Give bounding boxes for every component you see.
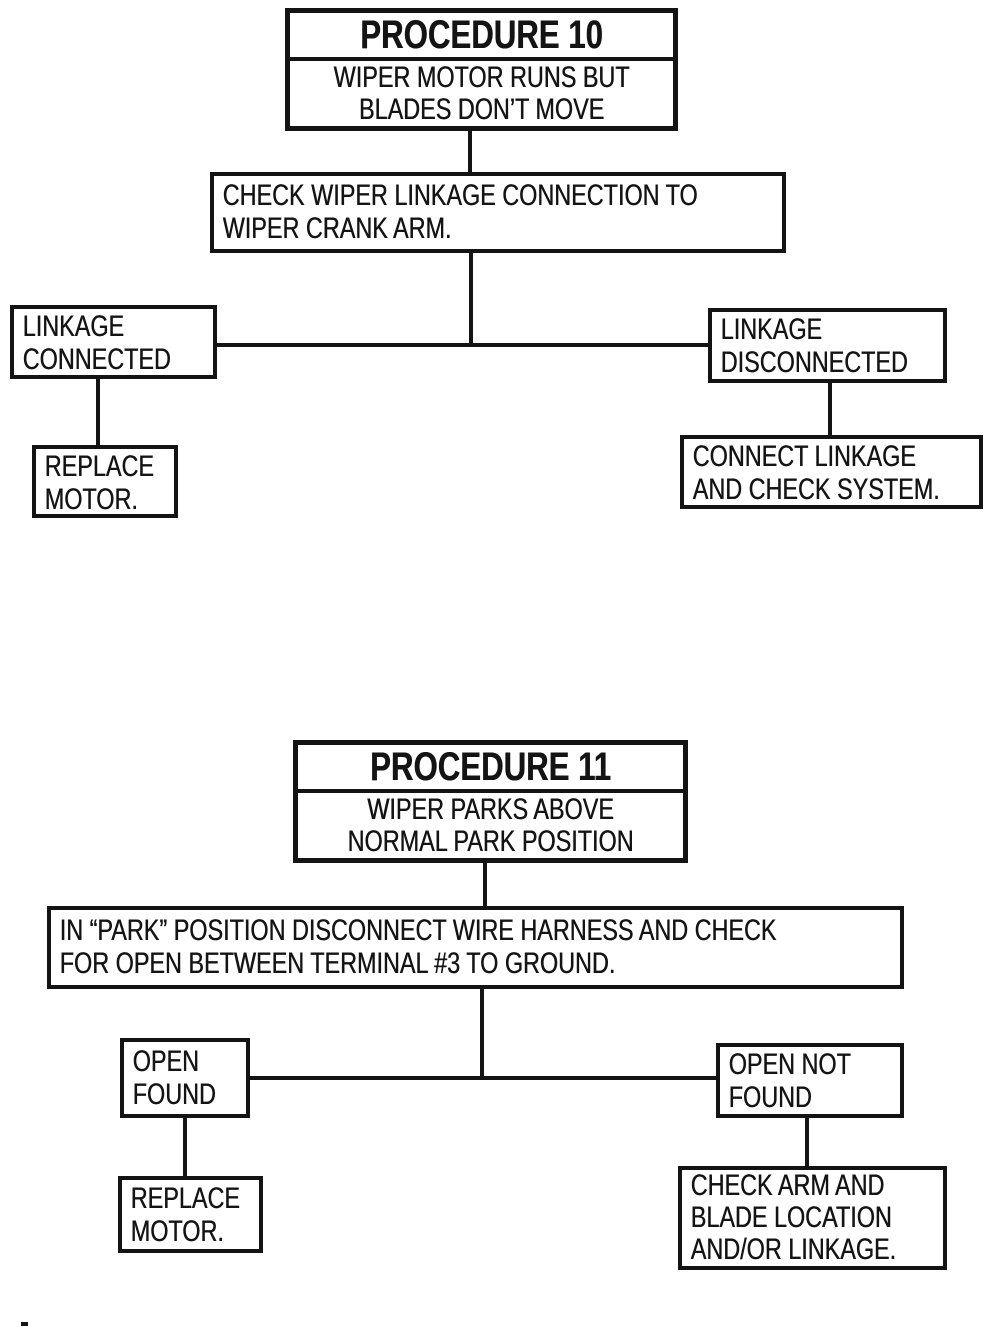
connector-p10-step-to-branches — [469, 253, 473, 347]
p11-check-arm-line: CHECK ARM AND — [690, 1169, 885, 1202]
connector-p10-left-branch — [96, 379, 100, 445]
connector-p11-header-to-step — [483, 863, 487, 906]
p11-open-found-box: OPEN FOUND — [120, 1038, 250, 1118]
connector-p11-branch-bar — [248, 1076, 718, 1080]
procedure-11-header-box: PROCEDURE 11 WIPER PARKS ABOVE NORMAL PA… — [293, 740, 688, 863]
connector-p11-step-to-branches — [480, 989, 484, 1080]
procedure-11-step-line: IN “PARK” POSITION DISCONNECT WIRE HARNE… — [59, 914, 777, 947]
p11-open-found-line: FOUND — [132, 1078, 216, 1111]
p10-replace-motor-line: MOTOR. — [44, 483, 138, 516]
p11-open-not-found-line: OPEN NOT — [728, 1048, 851, 1081]
p11-check-arm-line: BLADE LOCATION — [690, 1201, 892, 1234]
p10-linkage-disconnected-box: LINKAGE DISCONNECTED — [708, 308, 947, 383]
p10-linkage-disconnected-line: DISCONNECTED — [720, 346, 908, 379]
p10-connect-linkage-line: AND CHECK SYSTEM. — [692, 473, 940, 506]
procedure-10-subtitle-section: WIPER MOTOR RUNS BUT BLADES DON’T MOVE — [290, 61, 673, 126]
procedure-11-step-line: FOR OPEN BETWEEN TERMINAL #3 TO GROUND. — [59, 947, 616, 980]
p10-linkage-disconnected-line: LINKAGE — [720, 313, 823, 346]
procedure-10-subtitle-line: WIPER MOTOR RUNS BUT — [333, 61, 630, 94]
p11-replace-motor-line: REPLACE — [130, 1182, 240, 1215]
p11-open-not-found-line: FOUND — [728, 1081, 812, 1114]
p11-check-arm-line: AND/OR LINKAGE. — [690, 1233, 897, 1266]
procedure-10-title: PROCEDURE 10 — [360, 13, 603, 57]
procedure-10-header-box: PROCEDURE 10 WIPER MOTOR RUNS BUT BLADES… — [285, 8, 678, 131]
procedure-11-title: PROCEDURE 11 — [369, 745, 611, 789]
p11-check-arm-box: CHECK ARM AND BLADE LOCATION AND/OR LINK… — [678, 1166, 947, 1270]
procedure-11-title-section: PROCEDURE 11 — [298, 745, 683, 793]
procedure-11-subtitle-section: WIPER PARKS ABOVE NORMAL PARK POSITION — [298, 793, 683, 858]
procedure-11-subtitle-line: WIPER PARKS ABOVE — [367, 793, 614, 826]
scan-speck — [21, 1322, 28, 1326]
p10-linkage-connected-line: CONNECTED — [22, 343, 171, 376]
connector-p10-branch-bar — [215, 343, 711, 347]
p11-open-found-line: OPEN — [132, 1045, 199, 1078]
p10-linkage-connected-box: LINKAGE CONNECTED — [10, 305, 217, 379]
connector-p10-right-branch — [828, 383, 832, 435]
procedure-10-step-line: CHECK WIPER LINKAGE CONNECTION TO — [222, 179, 698, 212]
connector-p11-right-branch — [805, 1118, 809, 1166]
procedure-11-step-box: IN “PARK” POSITION DISCONNECT WIRE HARNE… — [47, 906, 904, 989]
procedure-10-title-section: PROCEDURE 10 — [290, 13, 673, 61]
connector-p11-left-branch — [183, 1118, 187, 1176]
procedure-10-subtitle-line: BLADES DON’T MOVE — [358, 93, 605, 126]
p10-connect-linkage-box: CONNECT LINKAGE AND CHECK SYSTEM. — [680, 435, 983, 509]
procedure-11-subtitle-line: NORMAL PARK POSITION — [347, 825, 634, 858]
p10-replace-motor-box: REPLACE MOTOR. — [32, 445, 178, 518]
p11-replace-motor-line: MOTOR. — [130, 1215, 224, 1248]
p10-linkage-connected-line: LINKAGE — [22, 310, 125, 343]
procedure-10-step-line: WIPER CRANK ARM. — [222, 212, 452, 245]
p10-connect-linkage-line: CONNECT LINKAGE — [692, 440, 916, 473]
connector-p10-header-to-step — [468, 131, 472, 173]
p11-replace-motor-box: REPLACE MOTOR. — [118, 1176, 263, 1253]
p10-replace-motor-line: REPLACE — [44, 450, 154, 483]
p11-open-not-found-box: OPEN NOT FOUND — [716, 1043, 904, 1118]
procedure-10-step-box: CHECK WIPER LINKAGE CONNECTION TO WIPER … — [210, 172, 786, 253]
